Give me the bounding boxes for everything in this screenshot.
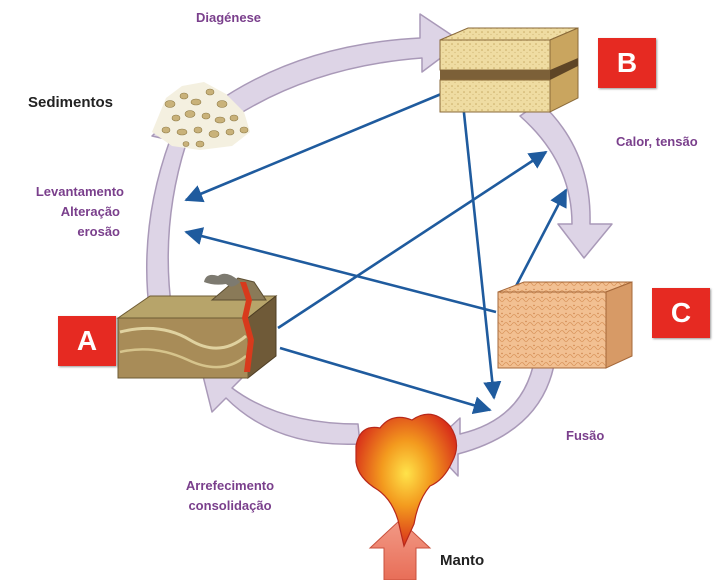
mantle-arrow <box>368 519 432 580</box>
sediment-pile-icon <box>152 82 250 150</box>
arrow-arrefecimento <box>201 371 361 446</box>
blue-arrow-b-to-levantamento <box>184 90 447 203</box>
badge-a: A <box>58 316 116 366</box>
blue-arrow-c-to-erosao <box>184 227 497 314</box>
foliated-block-icon <box>497 281 633 369</box>
blue-arrows <box>184 90 568 415</box>
label-manto: Manto <box>440 552 485 569</box>
label-sedimentos: Sedimentos <box>28 94 114 111</box>
badge-b: B <box>598 38 656 88</box>
cycle-arrows <box>145 13 613 477</box>
label-alteracao: Alteração <box>60 204 120 219</box>
label-consolidacao: consolidação <box>188 498 272 513</box>
magma-blob-icon <box>355 413 458 548</box>
arrow-calor-tensao <box>519 101 613 259</box>
volcano-block-icon <box>116 273 278 380</box>
badge-c: C <box>652 288 710 338</box>
blue-arrow-a-to-magma <box>279 346 492 415</box>
label-calor-tensao: Calor, tensão <box>616 134 698 149</box>
blue-arrow-a-to-calor <box>277 150 548 330</box>
blue-arrow-c-to-calor <box>512 188 568 291</box>
label-levantamento: Levantamento <box>35 184 124 199</box>
label-arrefecimento: Arrefecimento <box>185 478 275 493</box>
label-fusao: Fusão <box>566 428 605 443</box>
blue-arrow-b-to-magma <box>460 93 502 400</box>
label-erosao: erosão <box>77 224 120 239</box>
layered-block-icon <box>439 27 579 113</box>
label-diagenese: Diagénese <box>196 10 262 25</box>
